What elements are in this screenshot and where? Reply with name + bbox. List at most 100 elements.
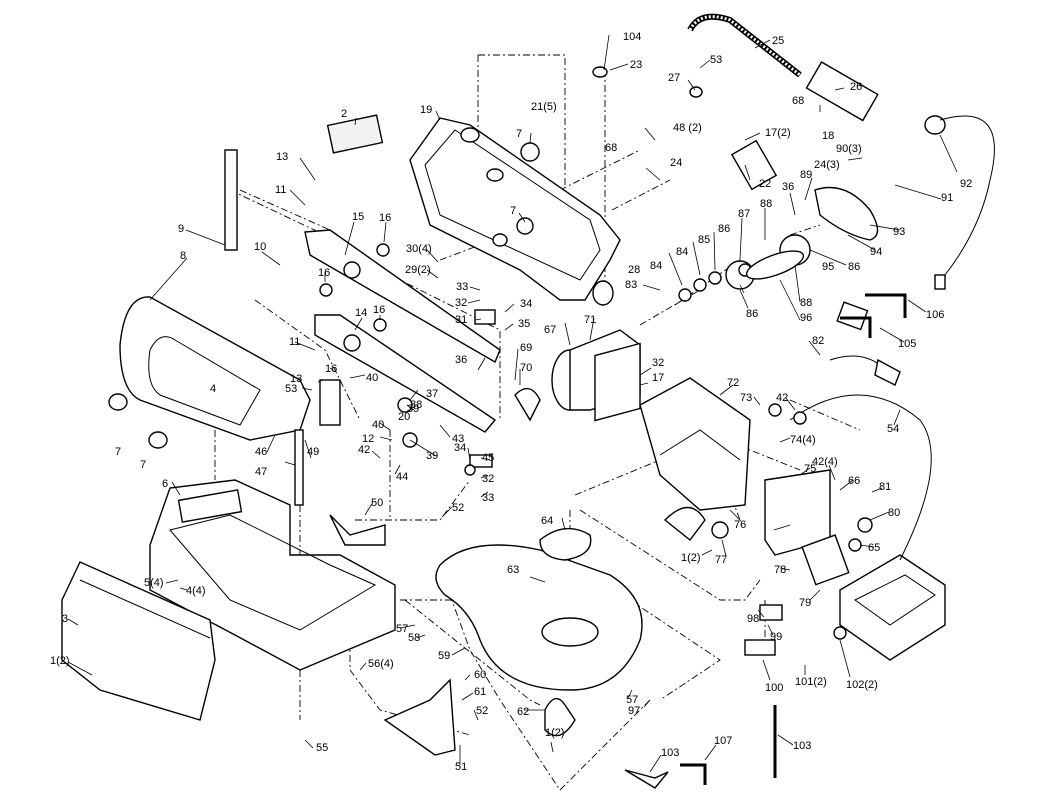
label-32b: 32 bbox=[652, 357, 664, 369]
label-97: 97 bbox=[628, 705, 640, 717]
label-42b: 42 bbox=[358, 444, 370, 456]
label-86a: 86 bbox=[718, 223, 730, 235]
label-36a: 36 bbox=[782, 181, 794, 193]
label-106: 106 bbox=[926, 309, 944, 321]
label-39a: 39 bbox=[407, 403, 419, 415]
label-68a: 68 bbox=[792, 95, 804, 107]
label-1c: 1(2) bbox=[545, 727, 565, 739]
label-30x4: 30(4) bbox=[406, 243, 432, 255]
label-31: 31 bbox=[455, 314, 467, 326]
label-7d: 7 bbox=[140, 459, 146, 471]
label-1b: 1(2) bbox=[50, 655, 70, 667]
label-49: 49 bbox=[307, 446, 319, 458]
label-70: 70 bbox=[520, 362, 532, 374]
misc-hardware bbox=[108, 66, 873, 756]
work-table bbox=[435, 544, 643, 691]
label-26: 26 bbox=[850, 81, 862, 93]
label-56x4: 56(4) bbox=[368, 658, 394, 670]
label-105: 105 bbox=[898, 338, 916, 350]
label-91: 91 bbox=[941, 192, 953, 204]
label-52b: 52 bbox=[476, 705, 488, 717]
label-5x4: 5(4) bbox=[144, 577, 164, 589]
label-45: 45 bbox=[482, 452, 494, 464]
belt-cover bbox=[814, 186, 879, 241]
air-tube bbox=[687, 13, 879, 122]
label-88a: 88 bbox=[760, 198, 772, 210]
label-84b: 84 bbox=[650, 260, 662, 272]
saw-base bbox=[149, 479, 396, 671]
switch-panel bbox=[764, 469, 850, 586]
label-85: 85 bbox=[698, 234, 710, 246]
label-57a: 57 bbox=[396, 623, 408, 635]
label-37: 37 bbox=[426, 388, 438, 400]
upper-housing bbox=[409, 117, 621, 301]
label-69: 69 bbox=[520, 342, 532, 354]
label-50: 50 bbox=[371, 497, 383, 509]
front-guard bbox=[61, 561, 216, 721]
label-96: 96 bbox=[800, 312, 812, 324]
label-68b: 68 bbox=[605, 142, 617, 154]
label-89: 89 bbox=[800, 169, 812, 181]
label-57b: 57 bbox=[626, 694, 638, 706]
label-24: 24 bbox=[670, 157, 682, 169]
label-32c: 32 bbox=[482, 473, 494, 485]
label-8: 8 bbox=[180, 250, 186, 262]
label-94: 94 bbox=[870, 246, 882, 258]
label-11a: 11 bbox=[275, 184, 286, 196]
label-16c: 16 bbox=[373, 304, 385, 316]
label-55: 55 bbox=[316, 742, 328, 754]
label-29x2: 29(2) bbox=[405, 264, 431, 276]
label-1a: 1(2) bbox=[681, 552, 701, 564]
label-36b: 36 bbox=[455, 354, 467, 366]
label-51: 51 bbox=[455, 761, 467, 773]
label-81: 81 bbox=[879, 481, 891, 493]
leader-lines bbox=[67, 34, 958, 773]
label-98: 98 bbox=[747, 613, 759, 625]
label-75: 75 bbox=[804, 463, 816, 475]
label-6: 6 bbox=[162, 478, 168, 490]
label-48x2: 48 (2) bbox=[673, 122, 702, 134]
label-83: 83 bbox=[625, 279, 637, 291]
label-32a: 32 bbox=[455, 297, 467, 309]
label-68: 16 bbox=[318, 267, 330, 279]
label-84a: 84 bbox=[676, 246, 688, 258]
label-86c: 86 bbox=[746, 308, 758, 320]
label-17x2: 17(2) bbox=[765, 127, 791, 139]
label-28: 28 bbox=[628, 264, 640, 276]
foot-switch bbox=[839, 554, 946, 661]
table-insert bbox=[539, 527, 592, 561]
label-25: 25 bbox=[772, 35, 784, 47]
label-101x2: 101(2) bbox=[795, 676, 827, 688]
label-87: 87 bbox=[738, 208, 750, 220]
label-39b: 39 bbox=[426, 450, 438, 462]
label-15: 15 bbox=[352, 211, 364, 223]
side-cover bbox=[119, 296, 311, 441]
label-63: 63 bbox=[507, 564, 519, 576]
label-73: 73 bbox=[740, 392, 752, 404]
label-27: 27 bbox=[668, 72, 680, 84]
label-33b: 33 bbox=[482, 492, 494, 504]
label-102x2: 102(2) bbox=[846, 679, 878, 691]
label-4x4: 4(4) bbox=[186, 585, 206, 597]
label-12: 12 bbox=[362, 433, 374, 445]
switch-box bbox=[639, 377, 751, 511]
label-46: 46 bbox=[255, 446, 267, 458]
label-34a: 34 bbox=[520, 298, 532, 310]
label-71: 71 bbox=[584, 314, 596, 326]
label-16a: 16 bbox=[379, 212, 391, 224]
label-2: 2 bbox=[341, 108, 347, 120]
label-3: 3 bbox=[62, 613, 68, 625]
label-40a: 40 bbox=[366, 372, 378, 384]
label-62: 62 bbox=[517, 706, 529, 718]
label-7b: 7 bbox=[510, 205, 516, 217]
label-14: 14 bbox=[355, 307, 367, 319]
label-103b: 103 bbox=[661, 747, 679, 759]
label-76: 76 bbox=[734, 519, 746, 531]
label-93: 93 bbox=[893, 226, 905, 238]
label-61: 61 bbox=[474, 686, 486, 698]
label-20: 20 bbox=[398, 411, 410, 423]
label-42: 42 bbox=[776, 392, 788, 404]
label-22: 22 bbox=[759, 178, 771, 190]
label-7a: 7 bbox=[516, 128, 522, 140]
